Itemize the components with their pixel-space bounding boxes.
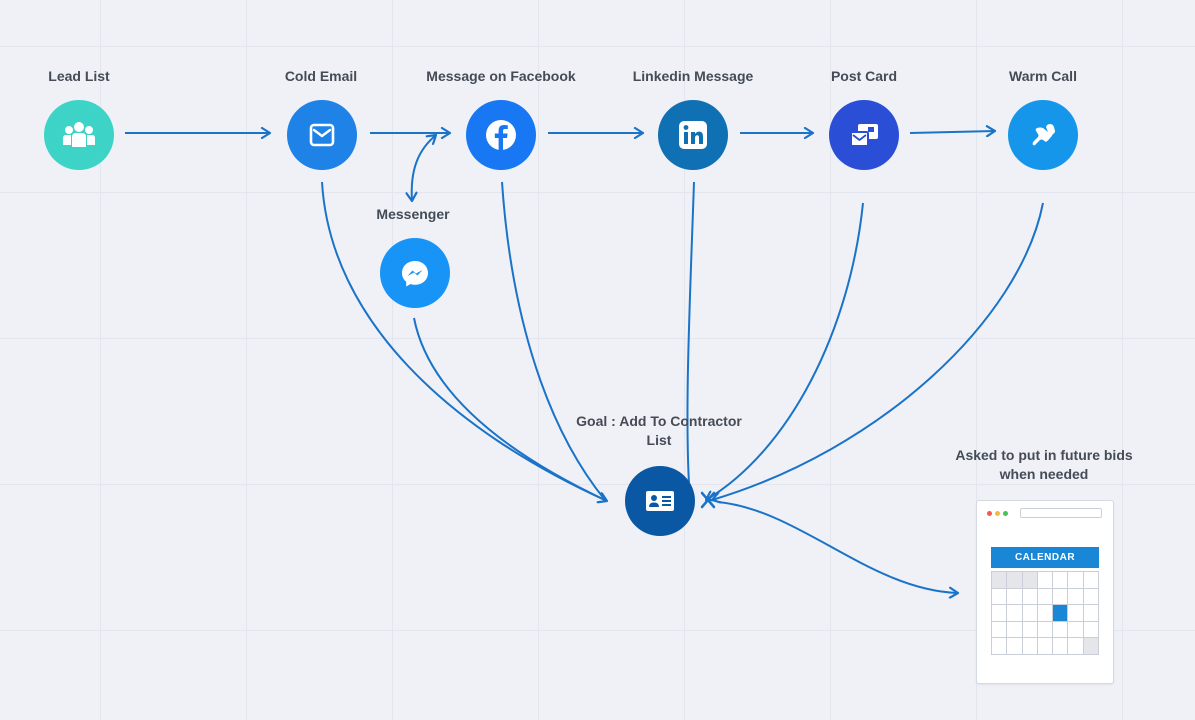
calendar-cell: [1083, 638, 1099, 655]
edge-messenger-to-goal: [413, 317, 608, 502]
edge-email-to-messenger: [412, 135, 436, 201]
node-cold-email[interactable]: [287, 100, 357, 170]
calendar-cell: [1053, 638, 1069, 655]
node-label-post-card: Post Card: [830, 68, 898, 84]
calendar-cell: [1083, 605, 1099, 622]
node-post-card[interactable]: [829, 100, 899, 170]
node-goal[interactable]: [625, 466, 695, 536]
calendar-cell: [992, 621, 1008, 639]
facebook-icon: [486, 120, 516, 150]
calendar-cell: [992, 588, 1008, 606]
calendar-cell: [1022, 572, 1038, 589]
calendar-cell: [1068, 588, 1084, 606]
calendar-cell: [1083, 588, 1099, 606]
edge-email-to-goal: [321, 181, 607, 501]
node-message-on-facebook[interactable]: [466, 100, 536, 170]
calendar-cell: [1068, 605, 1084, 622]
calendar-cell: [992, 605, 1008, 622]
calendar-cell: [992, 638, 1008, 655]
calendar-cell: [1022, 621, 1038, 639]
calendar-cell: [1068, 572, 1084, 589]
node-label-messenger: Messenger: [376, 206, 450, 222]
node-label-lead-list: Lead List: [48, 68, 110, 84]
node-label-linkedin-message: Linkedin Message: [632, 68, 754, 84]
window-controls: [987, 511, 1008, 516]
linkedin-icon: [679, 121, 707, 149]
calendar-cell: [1007, 621, 1023, 639]
node-label-message-on-facebook: Message on Facebook: [426, 68, 576, 84]
phone-icon: [1032, 124, 1055, 146]
contact-card-icon: [646, 491, 674, 511]
calendar-cell: [1007, 638, 1023, 655]
postcard-icon: [850, 124, 878, 147]
calendar-cell: [1037, 621, 1054, 639]
calendar-cell: [992, 572, 1008, 589]
calendar-cell: [1083, 572, 1099, 589]
calendar-cell: [1022, 638, 1038, 655]
node-linkedin-message[interactable]: [658, 100, 728, 170]
calendar-cell: [1007, 605, 1023, 622]
calendar-cell: [1022, 605, 1038, 622]
edge-linkedin-to-goal: [686, 181, 695, 501]
node-messenger[interactable]: [380, 238, 450, 308]
calendar-cell: [1037, 638, 1054, 655]
calendar-cell: [1068, 621, 1084, 639]
node-warm-call[interactable]: [1008, 100, 1078, 170]
calendar-caption: Asked to put in future bids when needed: [955, 447, 1133, 482]
node-label-goal: Goal : Add To Contractor List: [576, 413, 742, 448]
messenger-icon: [402, 261, 428, 287]
calendar-cell: [1022, 588, 1038, 606]
edge-warmcall-to-goal: [712, 202, 1044, 500]
edge-goal-to-calendar: [717, 501, 958, 593]
edge-facebook-to-goal: [501, 181, 606, 501]
calendar-grid: [991, 571, 1099, 655]
envelope-icon: [309, 123, 335, 147]
calendar-cell: [1053, 572, 1069, 589]
calendar-cell: [1037, 572, 1054, 589]
address-bar: [1020, 508, 1102, 518]
calendar-cell: [1053, 621, 1069, 639]
calendar-cell: [1083, 621, 1099, 639]
node-label-warm-call: Warm Call: [1009, 68, 1077, 84]
node-lead-list[interactable]: [44, 100, 114, 170]
calendar-cell: [1068, 638, 1084, 655]
edge-postcard-to-warmcall: [909, 131, 995, 133]
calendar-cell: [1053, 588, 1069, 606]
calendar-cell: [1007, 572, 1023, 589]
group-icon: [63, 122, 95, 147]
edge-postcard-to-goal: [706, 202, 864, 500]
calendar-icon: CALENDAR: [976, 500, 1114, 684]
calendar-cell: [1037, 588, 1054, 606]
calendar-cell: [1007, 588, 1023, 606]
node-label-cold-email: Cold Email: [284, 68, 358, 84]
calendar-cell: [1037, 605, 1054, 622]
goal-target-cross-icon: [700, 491, 716, 509]
calendar-header: CALENDAR: [991, 547, 1099, 568]
calendar-cell-highlighted: [1053, 605, 1069, 622]
